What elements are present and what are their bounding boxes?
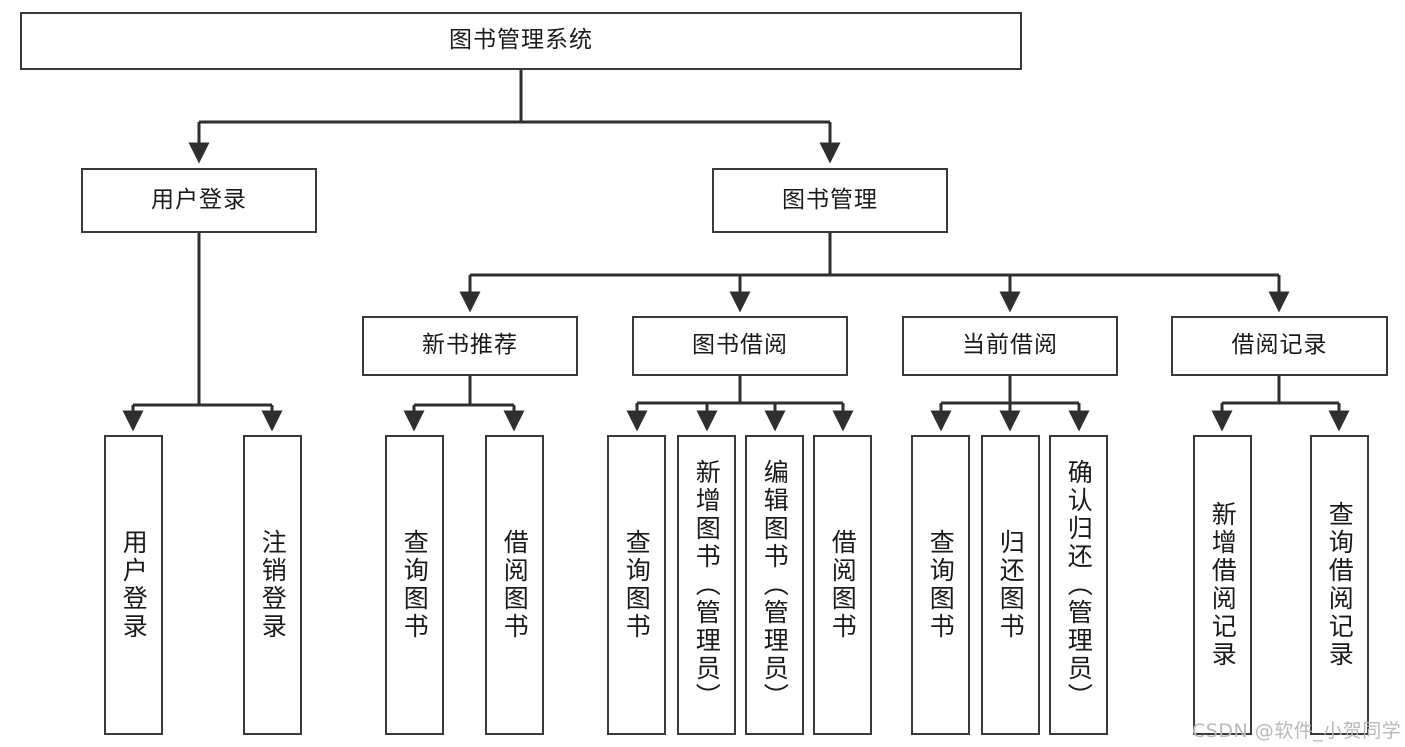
node-book-borrow[interactable]: 图书借阅 [632,316,848,376]
node-borrow-record[interactable]: 借阅记录 [1171,316,1388,376]
node-book-management[interactable]: 图书管理 [712,168,948,233]
node-label: 查询图书 [926,529,956,641]
node-label: 查询图书 [400,529,430,641]
node-label: 查询图书 [622,529,652,641]
node-leaf-borrow-book-1[interactable]: 借阅图书 [485,435,544,735]
node-leaf-query-book-1[interactable]: 查询图书 [385,435,444,735]
node-leaf-edit-book-admin[interactable]: 编辑图书（管理员） [745,435,804,735]
node-label: 查询借阅记录 [1325,501,1355,669]
node-label: 图书管理系统 [449,27,593,54]
node-leaf-query-borrow-record[interactable]: 查询借阅记录 [1310,435,1369,735]
node-label: 编辑图书（管理员） [760,459,790,711]
csdn-watermark: CSDN @软件_小贺同学 [1192,720,1402,742]
node-new-book-recommend[interactable]: 新书推荐 [362,316,578,376]
node-label: 图书管理 [782,186,878,213]
node-leaf-logout-login[interactable]: 注销登录 [243,435,302,735]
node-label: 当前借阅 [962,332,1058,359]
node-label: 用户登录 [151,186,247,213]
node-current-borrow[interactable]: 当前借阅 [902,316,1118,376]
node-leaf-add-book-admin[interactable]: 新增图书（管理员） [677,435,736,735]
node-label: 用户登录 [119,529,149,641]
node-label: 借阅图书 [500,529,530,641]
node-label: 归还图书 [996,529,1026,641]
node-label: 新增借阅记录 [1208,501,1238,669]
node-label: 注销登录 [258,529,288,641]
node-leaf-return-book[interactable]: 归还图书 [981,435,1040,735]
node-label: 借阅记录 [1231,332,1328,359]
node-user-login[interactable]: 用户登录 [81,168,317,233]
node-label: 确认归还（管理员） [1064,459,1094,711]
node-label: 图书借阅 [692,332,788,359]
node-leaf-add-borrow-record[interactable]: 新增借阅记录 [1193,435,1252,735]
node-leaf-query-book-3[interactable]: 查询图书 [911,435,970,735]
node-leaf-user-login[interactable]: 用户登录 [104,435,163,735]
node-label: 借阅图书 [828,529,858,641]
node-leaf-query-book-2[interactable]: 查询图书 [607,435,666,735]
node-label: 新增图书（管理员） [692,459,722,711]
node-leaf-borrow-book-2[interactable]: 借阅图书 [813,435,872,735]
node-root-system[interactable]: 图书管理系统 [20,12,1022,70]
node-leaf-confirm-return-admin[interactable]: 确认归还（管理员） [1049,435,1108,735]
node-label: 新书推荐 [422,332,518,359]
